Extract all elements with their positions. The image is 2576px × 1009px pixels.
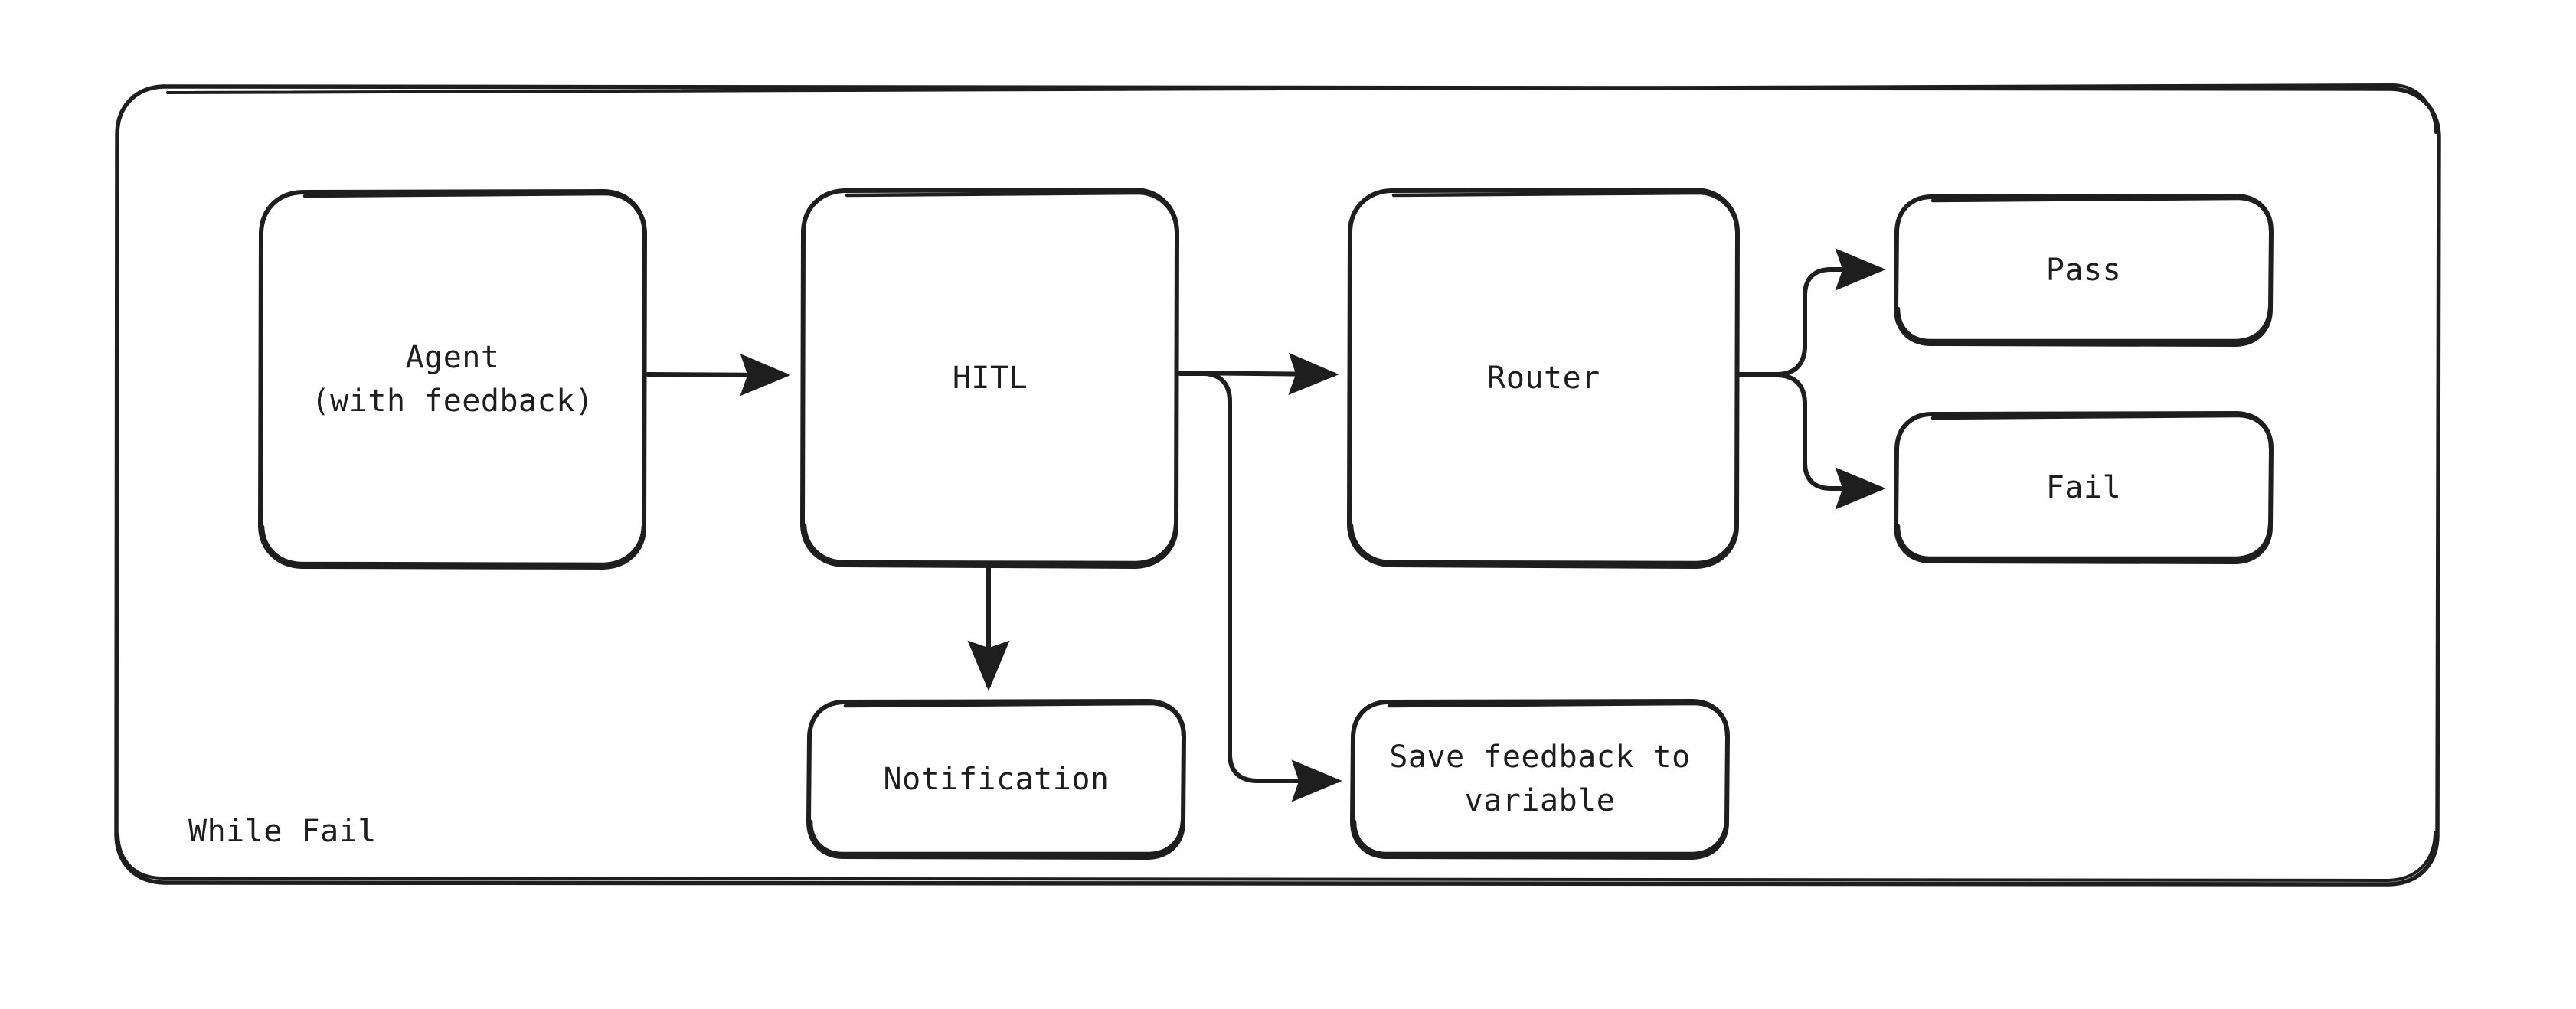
edge-router-to-fail (1737, 373, 1886, 510)
while-fail-frame-outline (114, 83, 2441, 887)
node-router-outline (1347, 188, 1740, 569)
node-pass[interactable] (1896, 196, 2271, 344)
edge-hitl-to-save-feedback (1178, 371, 1342, 802)
node-router[interactable] (1349, 190, 1738, 567)
while-fail-frame-label: While Fail (188, 814, 377, 849)
node-save-feedback-outline (1350, 699, 1730, 860)
node-hitl-outline (800, 188, 1179, 569)
node-notification[interactable] (809, 701, 1184, 857)
edge-router-to-pass (1737, 248, 1886, 377)
node-fail-outline (1894, 411, 2274, 564)
edge-agent-to-hitl (646, 354, 791, 397)
node-hitl[interactable] (803, 190, 1178, 567)
node-agent[interactable] (260, 191, 645, 568)
node-agent-outline (258, 189, 647, 570)
node-save-feedback[interactable] (1352, 701, 1728, 857)
node-fail[interactable] (1896, 413, 2271, 562)
node-notification-outline (806, 699, 1186, 860)
node-pass-outline (1894, 194, 2274, 347)
